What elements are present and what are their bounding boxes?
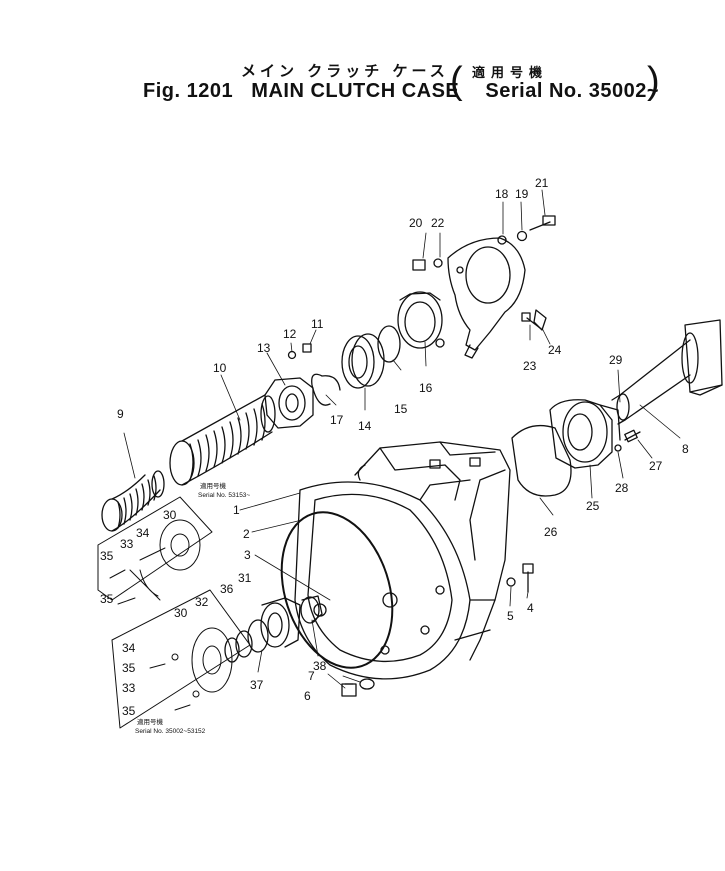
callout-9: 9 [117,407,124,421]
callout-32: 32 [195,595,209,609]
output-shaft [611,319,723,425]
upper-inset-applic-jp: 適用号機 [200,481,227,490]
callout-numbers: 1 2 3 4 5 6 7 8 9 10 11 12 13 14 15 16 1… [100,176,689,718]
upper-inset-serial: Serial No. 53153~ [198,492,250,499]
clutch-case-housing [294,441,511,680]
bearing-cage [549,399,621,469]
callout-33-lower: 33 [122,681,136,695]
callout-17: 17 [330,413,344,427]
inset-lower [111,589,251,729]
washer-5 [506,577,516,587]
key-24 [533,309,547,331]
washer-12 [287,350,297,360]
serial-notes: 適用号機 Serial No. 53153~ 適用号機 Serial No. 3… [135,481,250,735]
callout-35-lower-a: 35 [122,661,136,675]
callout-27: 27 [649,459,663,473]
seal-37 [247,619,269,653]
lower-inset-applic-jp: 適用号機 [137,717,164,726]
callout-31: 31 [238,571,252,585]
callout-26: 26 [544,525,558,539]
cage-gasket [511,424,572,497]
callout-15: 15 [394,402,408,416]
callout-3: 3 [244,548,251,562]
callout-8: 8 [682,442,689,456]
callout-2: 2 [243,527,250,541]
callout-29: 29 [609,353,623,367]
serial-range: Serial No. 35002~ [485,80,660,102]
callout-5: 5 [507,609,514,623]
washer-28 [614,444,622,452]
callout-34-lower: 34 [122,641,136,655]
callout-37: 37 [250,678,264,692]
callout-34-upper: 34 [136,526,150,540]
callout-14: 14 [358,419,372,433]
release-lever [447,235,526,359]
spring-10 [169,394,276,486]
washer-19 [516,230,528,242]
callout-21: 21 [535,176,549,190]
callout-38: 38 [313,659,327,673]
callout-25: 25 [586,499,600,513]
pin-20 [412,259,426,271]
applicability-japanese: 適用号機 [472,66,549,81]
nut-22 [433,258,443,268]
callout-6: 6 [304,689,311,703]
drain-plug [341,683,357,697]
figure-title: Fig. 1201 MAIN CLUTCH CASE Serial No. 35… [143,80,659,103]
callout-24: 24 [548,343,562,357]
leader-lines [123,189,681,689]
callout-23: 23 [523,359,537,373]
paren-left: ( [450,60,463,102]
callout-20: 20 [409,216,423,230]
inset-upper [97,496,213,605]
callout-35-upper-b: 35 [100,592,114,606]
callout-28: 28 [615,481,629,495]
callout-4: 4 [527,601,534,615]
callout-18: 18 [495,187,509,201]
callout-36: 36 [220,582,234,596]
flange-13 [264,377,314,429]
paren-right: ) [647,60,660,102]
bushing-38 [300,595,323,624]
snap-ring-17 [311,373,341,406]
callout-10: 10 [213,361,227,375]
case-gasket [280,511,394,669]
callout-12: 12 [283,327,297,341]
callout-30-upper: 30 [163,508,177,522]
lower-inset-serial: Serial No. 35002~53152 [135,728,206,735]
bolt-27 [624,429,641,443]
callout-33-upper: 33 [120,537,134,551]
bolt-21 [529,215,556,231]
callout-35-upper-a: 35 [100,549,114,563]
figure-number: Fig. 1201 [143,80,234,102]
callout-35-lower-b: 35 [122,704,136,718]
callout-7: 7 [308,669,315,683]
release-collar [397,291,445,349]
snap-ring-15 [377,325,401,363]
callout-13: 13 [257,341,271,355]
seal-housing-31 [260,597,301,648]
plug-o-ring [359,678,375,690]
figure-name: MAIN CLUTCH CASE [251,80,460,102]
o-ring-32 [235,630,253,658]
callout-30-lower: 30 [174,606,188,620]
callout-16: 16 [419,381,433,395]
callout-1: 1 [233,503,240,517]
title-japanese: メイン クラッチ ケース [241,62,449,80]
bolt-11 [302,343,312,353]
callout-22: 22 [431,216,445,230]
spring-9 [101,470,165,532]
callout-19: 19 [515,187,529,201]
callout-11: 11 [311,317,324,331]
bolt-4 [522,563,534,593]
